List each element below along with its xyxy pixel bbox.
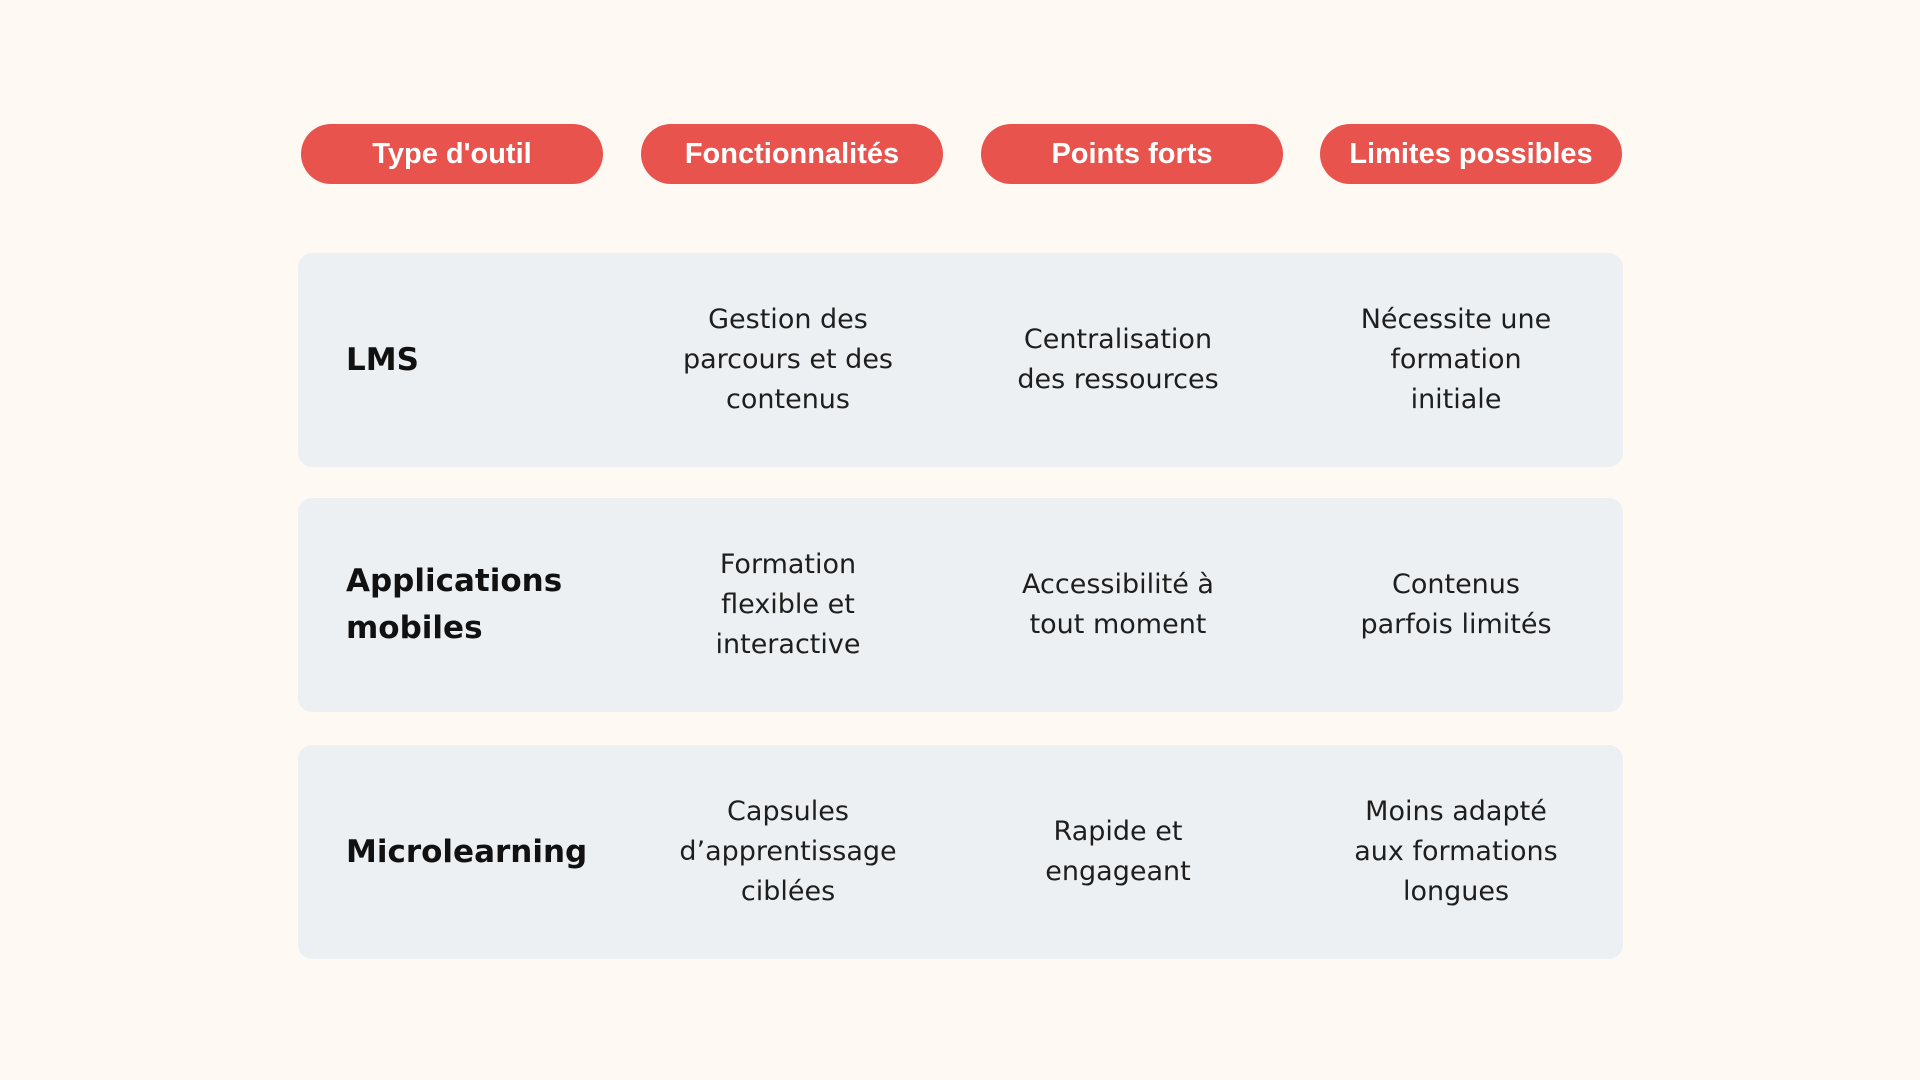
strengths-cell: Centralisation des ressources	[1005, 253, 1231, 467]
table-header: Type d'outil Fonctionnalités Points fort…	[0, 0, 1920, 200]
limits-text: Moins adapté aux formations longues	[1354, 796, 1558, 907]
table-row: Microlearning Capsules d’apprentissage c…	[298, 745, 1623, 959]
features-text: Formation flexible et interactive	[715, 549, 861, 660]
features-cell: Formation flexible et interactive	[676, 498, 900, 712]
features-cell: Capsules d’apprentissage ciblées	[676, 745, 900, 959]
features-cell: Gestion des parcours et des contenus	[676, 253, 900, 467]
limits-text: Contenus parfois limités	[1360, 569, 1552, 640]
header-type-outil: Type d'outil	[301, 124, 603, 184]
header-points-forts: Points forts	[981, 124, 1283, 184]
strengths-text: Rapide et engageant	[1045, 816, 1191, 887]
header-limites-possibles: Limites possibles	[1320, 124, 1622, 184]
strengths-cell: Accessibilité à tout moment	[1005, 498, 1231, 712]
limits-cell: Nécessite une formation initiale	[1350, 253, 1562, 467]
header-fonctionnalites: Fonctionnalités	[641, 124, 943, 184]
table-row: LMS Gestion des parcours et des contenus…	[298, 253, 1623, 467]
features-text: Gestion des parcours et des contenus	[682, 304, 893, 415]
strengths-cell: Rapide et engageant	[1005, 745, 1231, 959]
limits-cell: Contenus parfois limités	[1350, 498, 1562, 712]
limits-cell: Moins adapté aux formations longues	[1350, 745, 1562, 959]
tool-name: LMS	[346, 341, 419, 378]
table-row: Applications mobiles Formation flexible …	[298, 498, 1623, 712]
limits-text: Nécessite une formation initiale	[1360, 304, 1552, 415]
features-text: Capsules d’apprentissage ciblées	[679, 796, 897, 907]
tool-name: Applications mobiles	[346, 563, 563, 646]
strengths-text: Accessibilité à tout moment	[1022, 569, 1214, 640]
strengths-text: Centralisation des ressources	[1017, 324, 1219, 395]
tool-name: Microlearning	[346, 833, 588, 870]
